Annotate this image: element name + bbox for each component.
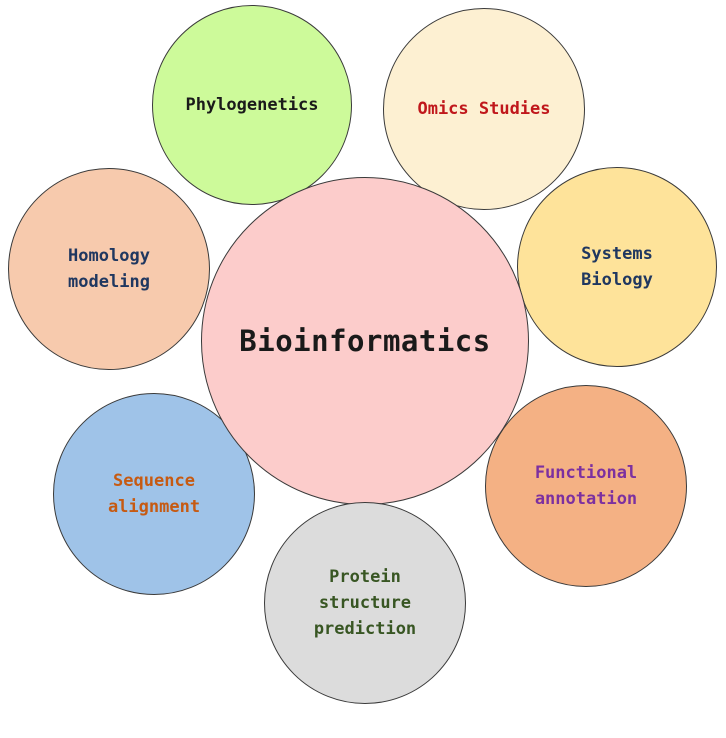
- protein-structure-prediction-label: Protein structure prediction: [313, 567, 417, 639]
- systems-biology-label: Systems Biology: [581, 244, 653, 290]
- phylogenetics-node: Phylogenetics: [152, 5, 352, 205]
- bioinformatics-center-label: Bioinformatics: [239, 324, 491, 358]
- functional-annotation-node: Functional annotation: [485, 385, 687, 587]
- phylogenetics-label: Phylogenetics: [185, 95, 319, 115]
- omics-studies-label: Omics Studies: [417, 99, 551, 119]
- bioinformatics-center-node: Bioinformatics: [201, 177, 529, 505]
- systems-biology-node: Systems Biology: [517, 167, 717, 367]
- functional-annotation-label: Functional annotation: [534, 463, 638, 509]
- protein-structure-prediction-node: Protein structure prediction: [264, 502, 466, 704]
- homology-modeling-label: Homology modeling: [68, 246, 150, 292]
- homology-modeling-node: Homology modeling: [8, 168, 210, 370]
- sequence-alignment-node: Sequence alignment: [53, 393, 255, 595]
- omics-studies-node: Omics Studies: [383, 8, 585, 210]
- sequence-alignment-label: Sequence alignment: [107, 471, 201, 517]
